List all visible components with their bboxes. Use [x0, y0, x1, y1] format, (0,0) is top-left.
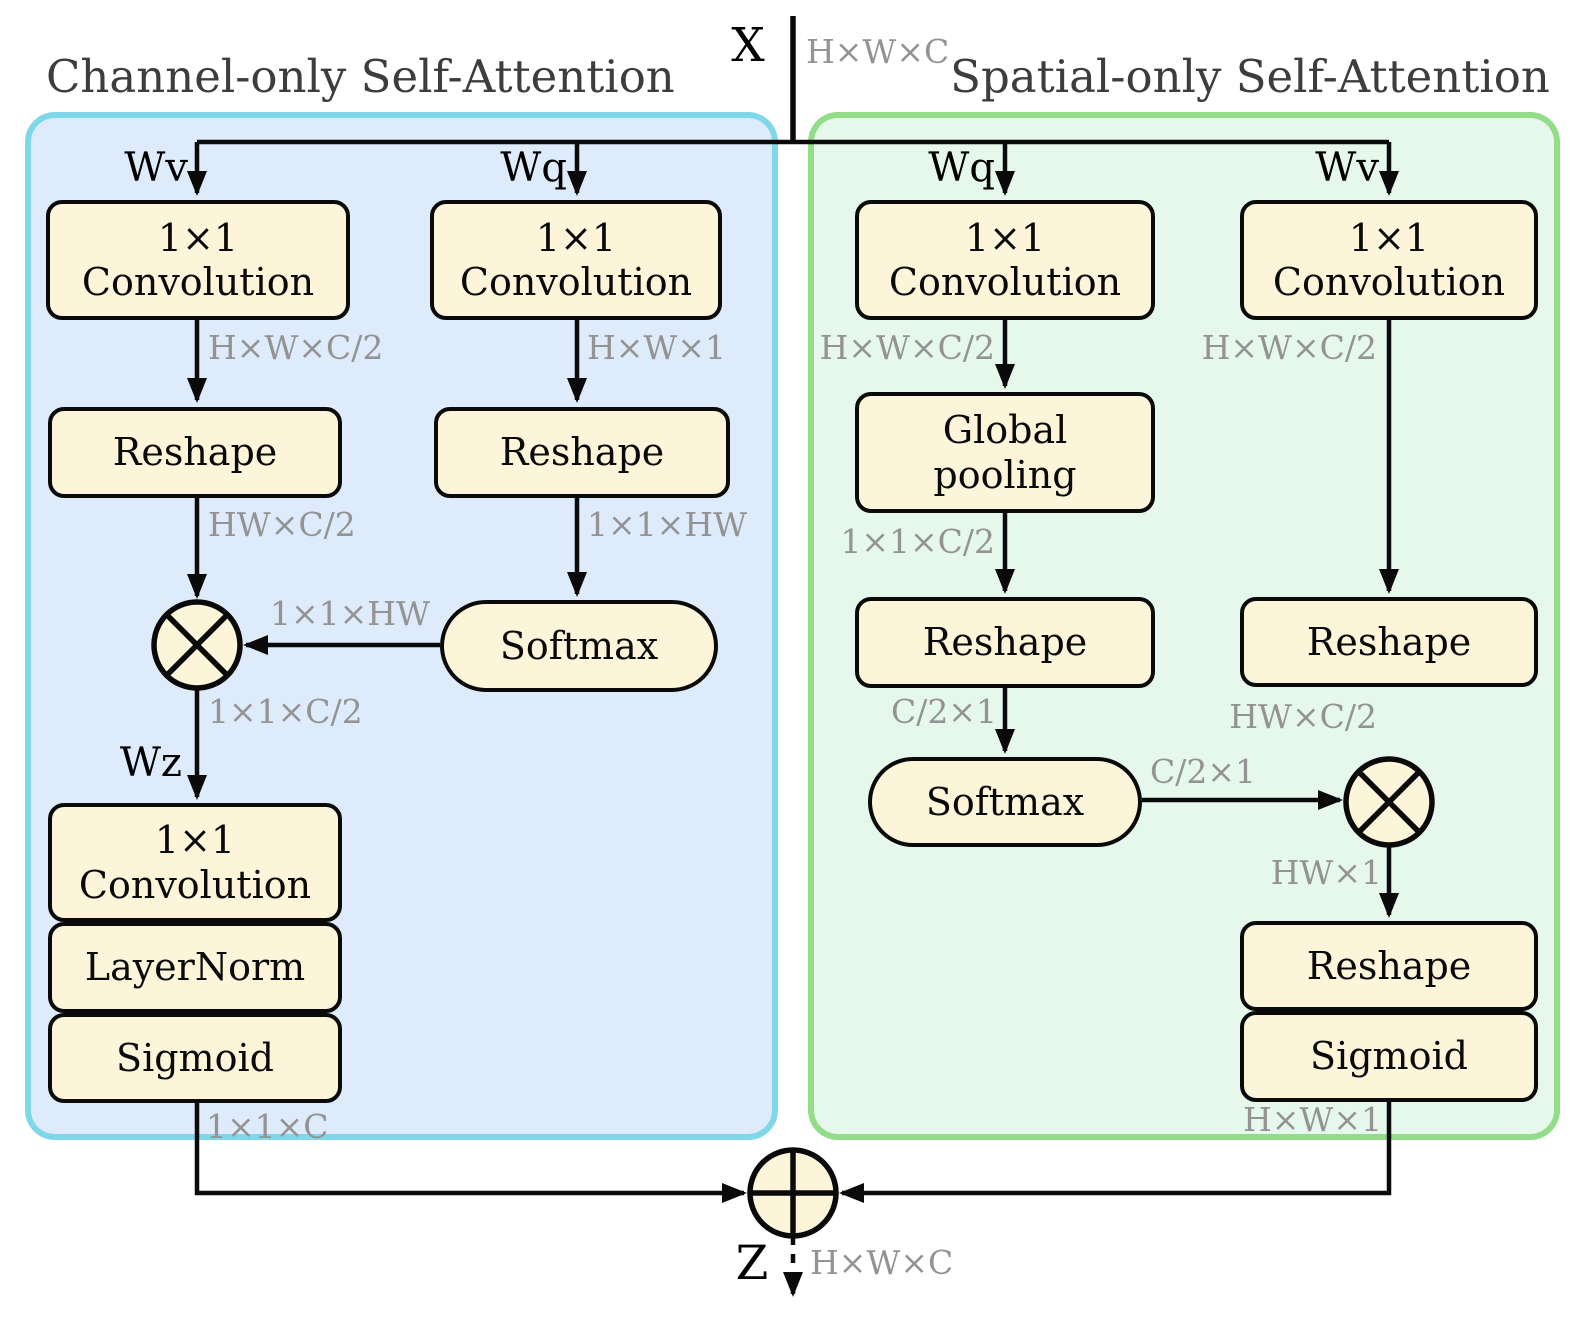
spatial-dim-matmul-out: HW×1: [1270, 853, 1382, 892]
channel-wv-label: Wv: [124, 145, 188, 191]
channel-reshape-v-box: Reshape: [48, 407, 342, 498]
channel-layernorm-box: LayerNorm: [48, 922, 342, 1013]
channel-softmax-box: Softmax: [440, 600, 718, 692]
channel-wz-label: Wz: [119, 740, 182, 786]
channel-conv-z-box: 1×1 Convolution: [48, 803, 342, 922]
spatial-dim-q-reshape: C/2×1: [890, 692, 997, 731]
channel-dim-v-conv: H×W×C/2: [208, 328, 384, 367]
spatial-reshape-v-box: Reshape: [1240, 597, 1538, 687]
channel-dim-softmax-out: 1×1×HW: [270, 594, 430, 633]
merge-add-icon: [747, 1147, 839, 1239]
spatial-dim-v-conv: H×W×C/2: [1201, 328, 1377, 367]
spatial-sigmoid-box: Sigmoid: [1240, 1011, 1538, 1102]
output-z-label: Z: [735, 1236, 769, 1291]
arrow-channel-to-merge: [194, 1103, 747, 1203]
input-x-label: X: [731, 18, 765, 73]
channel-reshape-q-box: Reshape: [434, 407, 730, 498]
spatial-conv-q-box: 1×1 Convolution: [855, 200, 1155, 320]
spatial-dim-softmax-out: C/2×1: [1150, 752, 1257, 791]
channel-matmul-icon: [151, 599, 243, 691]
channel-conv-v-box: 1×1 Convolution: [46, 200, 350, 320]
channel-dim-v-reshape: HW×C/2: [208, 505, 356, 544]
spatial-wq-label: Wq: [928, 145, 995, 191]
channel-dim-matmul-out: 1×1×C/2: [208, 692, 363, 731]
spatial-wv-label: Wv: [1315, 145, 1379, 191]
input-dim-label: H×W×C: [806, 32, 950, 71]
channel-sigmoid-box: Sigmoid: [48, 1013, 342, 1103]
channel-wq-label: Wq: [500, 145, 567, 191]
spatial-reshape-q-box: Reshape: [855, 597, 1155, 688]
spatial-reshape-out-box: Reshape: [1240, 921, 1538, 1011]
spatial-global-pooling-box: Global pooling: [855, 392, 1155, 513]
arrow-spatial-to-merge: [839, 1102, 1392, 1203]
spatial-dim-pool-out: 1×1×C/2: [840, 522, 995, 561]
spatial-dim-v-reshape: HW×C/2: [1229, 697, 1377, 736]
spatial-dim-out: H×W×1: [1243, 1100, 1382, 1139]
channel-panel-title: Channel-only Self-Attention: [46, 50, 675, 103]
output-dim-label: H×W×C: [810, 1243, 954, 1282]
spatial-matmul-icon: [1343, 756, 1435, 848]
channel-dim-q-conv: H×W×1: [587, 328, 726, 367]
spatial-conv-v-box: 1×1 Convolution: [1240, 200, 1538, 320]
channel-dim-out: 1×1×C: [206, 1107, 329, 1146]
spatial-dim-q-conv: H×W×C/2: [819, 328, 995, 367]
channel-conv-q-box: 1×1 Convolution: [430, 200, 722, 320]
channel-dim-q-reshape: 1×1×HW: [587, 505, 747, 544]
spatial-softmax-box: Softmax: [868, 757, 1142, 847]
spatial-panel-title: Spatial-only Self-Attention: [950, 50, 1550, 103]
